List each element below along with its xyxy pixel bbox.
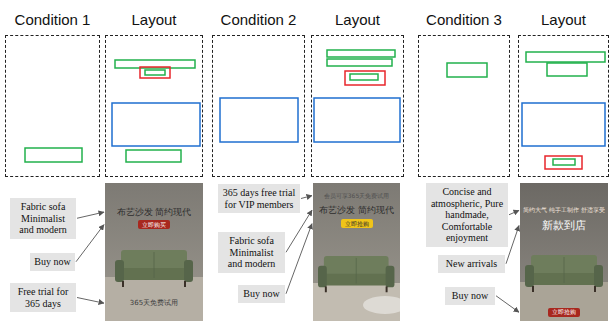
dashed-frame: Condition 1 (5, 35, 100, 177)
product-box (522, 103, 605, 146)
panel-heading: Condition 2 (213, 11, 304, 28)
callout-box: Fabric sofa Minimalist and modern (218, 232, 285, 273)
poster-image: 布艺沙发 简约现代立即购买 365天免费试用 (105, 183, 203, 321)
callout-arrow (286, 210, 312, 252)
dashed-frame: Layout (518, 35, 609, 177)
panel-heading: Condition 3 (419, 11, 509, 28)
callout-text: New arrivals (442, 258, 501, 270)
callout-text: Fabric sofa Minimalist and modern (222, 235, 281, 270)
callout-text: Buy now (449, 290, 491, 302)
poster-text: 立即抢购 (341, 219, 373, 228)
panel-heading: Layout (519, 11, 608, 28)
poster-text: 布艺沙发 简约现代 (319, 205, 394, 215)
panel-heading: Layout (312, 11, 403, 28)
dashed-frame: Condition 3 (418, 35, 510, 177)
callout-arrow (496, 296, 519, 313)
callout-box: New arrivals (438, 255, 505, 273)
dashed-frame: Layout (105, 35, 203, 177)
sofa-picture (115, 250, 193, 287)
poster-text: 立即抢购 (548, 308, 580, 317)
callout-box: Buy now (445, 287, 495, 305)
product-box (314, 98, 400, 142)
poster-text: 立即购买 (138, 220, 170, 229)
callout-box: Fabric sofa Minimalist and modern (10, 198, 76, 239)
button-box (545, 156, 582, 169)
callout-box: Buy now (238, 285, 285, 303)
callout-box: 365 days free trial for VIP members (218, 184, 300, 213)
button-box (345, 71, 385, 85)
callout-text: Concise and atmospheric, Pure handmade, … (430, 186, 504, 244)
poster-text: 简约大气 纯手工制作 舒适享受 (523, 207, 605, 214)
text-box (145, 70, 165, 75)
callout-box: Concise and atmospheric, Pure handmade, … (426, 183, 508, 247)
poster-text: 会员可享365天免费试用 (324, 192, 389, 199)
text-box (547, 63, 587, 76)
panel-heading: Layout (106, 11, 202, 28)
callout-text: Free trial for 365 days (14, 286, 72, 309)
product-box (112, 103, 200, 146)
callout-arrow (301, 196, 312, 199)
text-box (25, 148, 82, 162)
text-box (350, 74, 378, 80)
callout-arrow (76, 225, 104, 262)
poster-text: 布艺沙发 简约现代 (117, 207, 192, 217)
text-box (327, 59, 392, 66)
text-box (327, 50, 395, 57)
panel-heading: Condition 1 (6, 11, 99, 28)
callout-text: Fabric sofa Minimalist and modern (14, 201, 72, 236)
text-box (447, 63, 487, 77)
dashed-frame: Condition 2 (212, 35, 305, 177)
poster-wall (105, 183, 203, 321)
callout-arrow (286, 224, 312, 294)
button-box (140, 67, 170, 78)
callout-arrow (77, 212, 104, 218)
callout-box: Free trial for 365 days (10, 283, 76, 312)
sofa-picture (318, 256, 394, 292)
text-box (126, 150, 181, 162)
dashed-frame: Layout (311, 35, 404, 177)
floor-glare (363, 296, 407, 314)
callout-text: Buy now (34, 256, 71, 268)
poster-image: 会员可享365天免费试用布艺沙发 简约现代立即抢购 (313, 183, 400, 321)
poster-image: 简约大气 纯手工制作 舒适享受新款到店立即抢购 (520, 183, 608, 321)
callout-box: Buy now (30, 253, 75, 271)
poster-text: 365天免费试用 (130, 299, 178, 307)
poster-floor (105, 277, 203, 321)
text-box (553, 159, 575, 165)
text-box (526, 52, 605, 62)
callout-text: Buy now (242, 288, 281, 300)
product-box (220, 98, 298, 142)
poster-wall (520, 183, 608, 321)
poster-art (105, 183, 608, 321)
callout-arrow (77, 298, 104, 304)
poster-text: 新款到店 (542, 219, 586, 232)
sofa-picture (525, 255, 603, 292)
callout-text: 365 days free trial for VIP members (222, 187, 296, 210)
callout-arrow (509, 210, 519, 214)
